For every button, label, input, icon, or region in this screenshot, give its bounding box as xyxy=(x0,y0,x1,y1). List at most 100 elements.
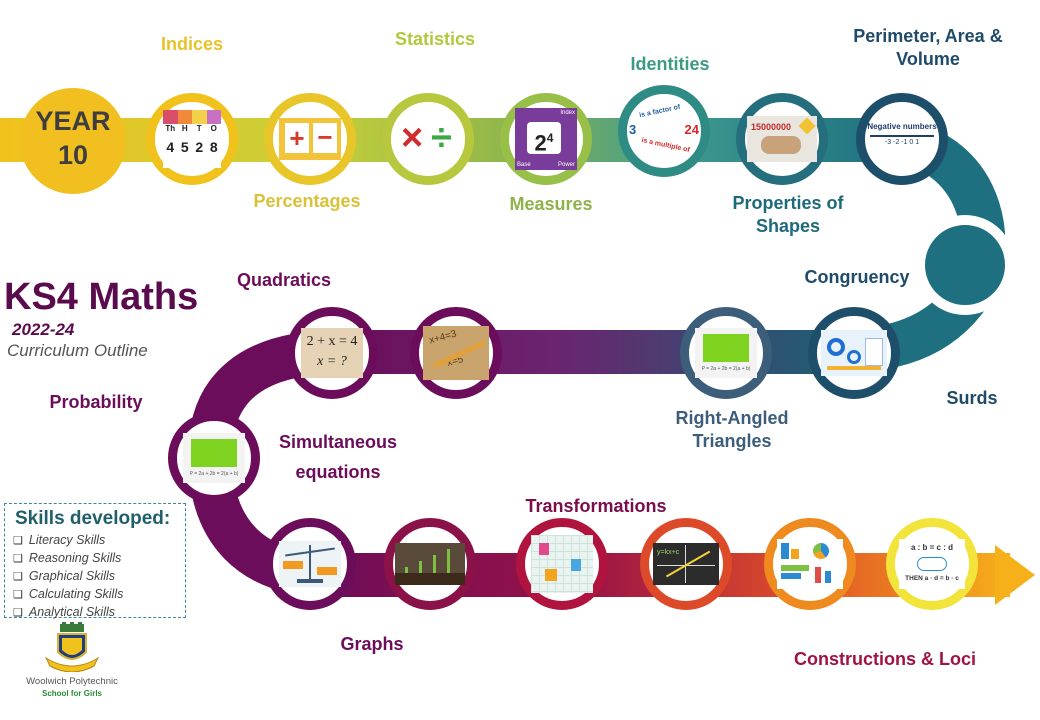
skill-item: Calculating Skills xyxy=(13,586,177,604)
skills-box: Skills developed: Literacy Skills Reason… xyxy=(4,503,186,619)
year-number: 10 xyxy=(57,140,89,170)
node-right-angled-triangles[interactable]: P = 2a + 2b = 2(a + b) xyxy=(680,307,772,399)
skill-item: Reasoning Skills xyxy=(13,550,177,568)
label-indices: Indices xyxy=(160,34,224,54)
pv-d3: 2 xyxy=(195,139,204,155)
academic-years: 2022-24 xyxy=(12,320,75,339)
label-surds: Surds xyxy=(946,388,998,408)
pv-d4: 8 xyxy=(209,139,218,155)
node-graphs[interactable] xyxy=(384,518,476,610)
negative-title: Negative numbers xyxy=(867,122,937,131)
pv-t: T xyxy=(196,124,202,133)
node-charts[interactable] xyxy=(764,518,856,610)
label-perimeter-2: Volume xyxy=(896,49,960,69)
label-right-angled-1: Right-Angled xyxy=(675,408,789,428)
pencil-thumb: x+4=3 x=5 xyxy=(423,326,489,380)
negative-ticks: -3 -2 -1 0 1 xyxy=(884,138,920,146)
node-measures[interactable]: 24 Index Base Power xyxy=(500,93,592,185)
times-divide-thumb: × ÷ xyxy=(401,117,452,159)
equation-line-2: x = ? xyxy=(317,354,347,369)
pv-th: Th xyxy=(165,124,176,133)
standard-form-text: 15000000 xyxy=(751,122,792,132)
school-name-block: Woolwich Polytechnic School for Girls xyxy=(22,676,122,700)
label-percentages: Percentages xyxy=(253,191,361,211)
ratio-bottom: THEN a · d = b · c xyxy=(905,575,959,582)
skills-heading: Skills developed: xyxy=(15,508,171,529)
equation-thumb: 2 + x = 4 x = ? xyxy=(301,328,363,378)
page-title: KS4 Maths xyxy=(4,276,199,318)
pv-o: O xyxy=(210,124,217,133)
node-statistics[interactable]: × ÷ xyxy=(382,93,474,185)
skill-item: Analytical Skills xyxy=(13,604,177,622)
rectangle-thumb-2: P = 2a + 2b = 2(a + b) xyxy=(183,433,245,483)
equation-line-1: 2 + x = 4 xyxy=(306,334,358,349)
balance-thumb xyxy=(279,541,341,587)
node-indices[interactable]: Th H T O 4 5 2 8 xyxy=(146,93,238,185)
page-subtitle: Curriculum Outline xyxy=(7,341,148,360)
label-graphs: Graphs xyxy=(340,634,404,654)
power-exp: 4 xyxy=(546,131,554,145)
node-constructions[interactable]: a : b = c : d THEN a · d = b · c xyxy=(886,518,978,610)
label-perimeter-1: Perimeter, Area & xyxy=(853,26,1003,46)
perimeter-formula-2: P = 2a + 2b = 2(a + b) xyxy=(189,471,239,477)
seedling-thumb xyxy=(395,543,465,585)
year-badge: YEAR 10 xyxy=(20,88,126,194)
place-value-thumb: Th H T O 4 5 2 8 xyxy=(163,110,221,168)
node-congruency[interactable] xyxy=(808,307,900,399)
power-thumb: 24 Index Base Power xyxy=(515,108,577,170)
pv-h: H xyxy=(181,124,188,133)
power-index-label: Index xyxy=(560,110,575,116)
label-measures: Measures xyxy=(509,194,593,214)
label-right-angled-2: Triangles xyxy=(692,431,772,451)
factor-top: is a factor of xyxy=(638,104,681,120)
chalkboard-thumb: y=kx+c xyxy=(653,543,719,585)
node-transformations[interactable] xyxy=(516,518,608,610)
school-name: Woolwich Polytechnic xyxy=(26,676,118,687)
node-pencil[interactable]: x+4=3 x=5 xyxy=(410,307,502,399)
label-statistics: Statistics xyxy=(394,29,476,49)
node-balance[interactable] xyxy=(264,518,356,610)
factor-right: 24 xyxy=(684,122,699,137)
label-quadratics: Quadratics xyxy=(236,270,332,290)
factor-thumb: 3 24 is a factor of is a multiple of xyxy=(629,104,699,158)
node-perimeter[interactable]: Negative numbers -3 -2 -1 0 1 xyxy=(856,93,948,185)
school-crest-icon xyxy=(44,622,100,672)
factor-left: 3 xyxy=(629,122,637,137)
standard-form-thumb: 15000000 xyxy=(747,116,817,162)
arrow-head xyxy=(995,545,1035,605)
label-simultaneous-1: Simultaneous xyxy=(278,432,398,452)
skill-item: Literacy Skills xyxy=(13,532,177,550)
plus-minus-thumb: + − xyxy=(279,118,341,160)
charts-thumb xyxy=(777,539,843,589)
node-probability[interactable]: P = 2a + 2b = 2(a + b) xyxy=(168,412,260,504)
node-graph-lines[interactable]: y=kx+c xyxy=(640,518,732,610)
rectangle-thumb-1: P = 2a + 2b = 2(a + b) xyxy=(695,328,757,378)
label-congruency: Congruency xyxy=(804,267,910,287)
pv-d1: 4 xyxy=(166,139,175,155)
label-constructions: Constructions & Loci xyxy=(793,649,976,669)
power-base-label: Base xyxy=(517,162,531,168)
school-tagline: School for Girls xyxy=(41,689,102,698)
pv-d2: 5 xyxy=(180,139,189,155)
label-simultaneous-2: equations xyxy=(295,462,381,482)
skills-list: Literacy Skills Reasoning Skills Graphic… xyxy=(13,532,177,622)
node-percentages[interactable]: + − xyxy=(264,93,356,185)
ratio-top: a : b = c : d xyxy=(910,543,953,552)
node-quadratics[interactable]: 2 + x = 4 x = ? xyxy=(286,307,378,399)
power-power-label: Power xyxy=(557,162,575,168)
label-probability: Probability xyxy=(49,392,143,412)
analytics-thumb xyxy=(821,330,887,376)
perimeter-formula-1: P = 2a + 2b = 2(a + b) xyxy=(701,366,751,372)
label-properties-of-shapes-1: Properties of xyxy=(732,193,844,213)
grid-thumb xyxy=(531,535,593,593)
factor-bottom: is a multiple of xyxy=(640,136,691,155)
label-identities: Identities xyxy=(630,54,710,74)
label-properties-of-shapes-2: Shapes xyxy=(755,216,821,236)
node-identities[interactable]: 3 24 is a factor of is a multiple of xyxy=(618,85,710,177)
year-label: YEAR xyxy=(35,106,111,136)
power-base: 2 xyxy=(534,130,547,156)
ratio-thumb: a : b = c : d THEN a · d = b · c xyxy=(899,539,965,589)
label-transformations: Transformations xyxy=(525,496,667,516)
node-properties-of-shapes[interactable]: 15000000 xyxy=(736,93,828,185)
